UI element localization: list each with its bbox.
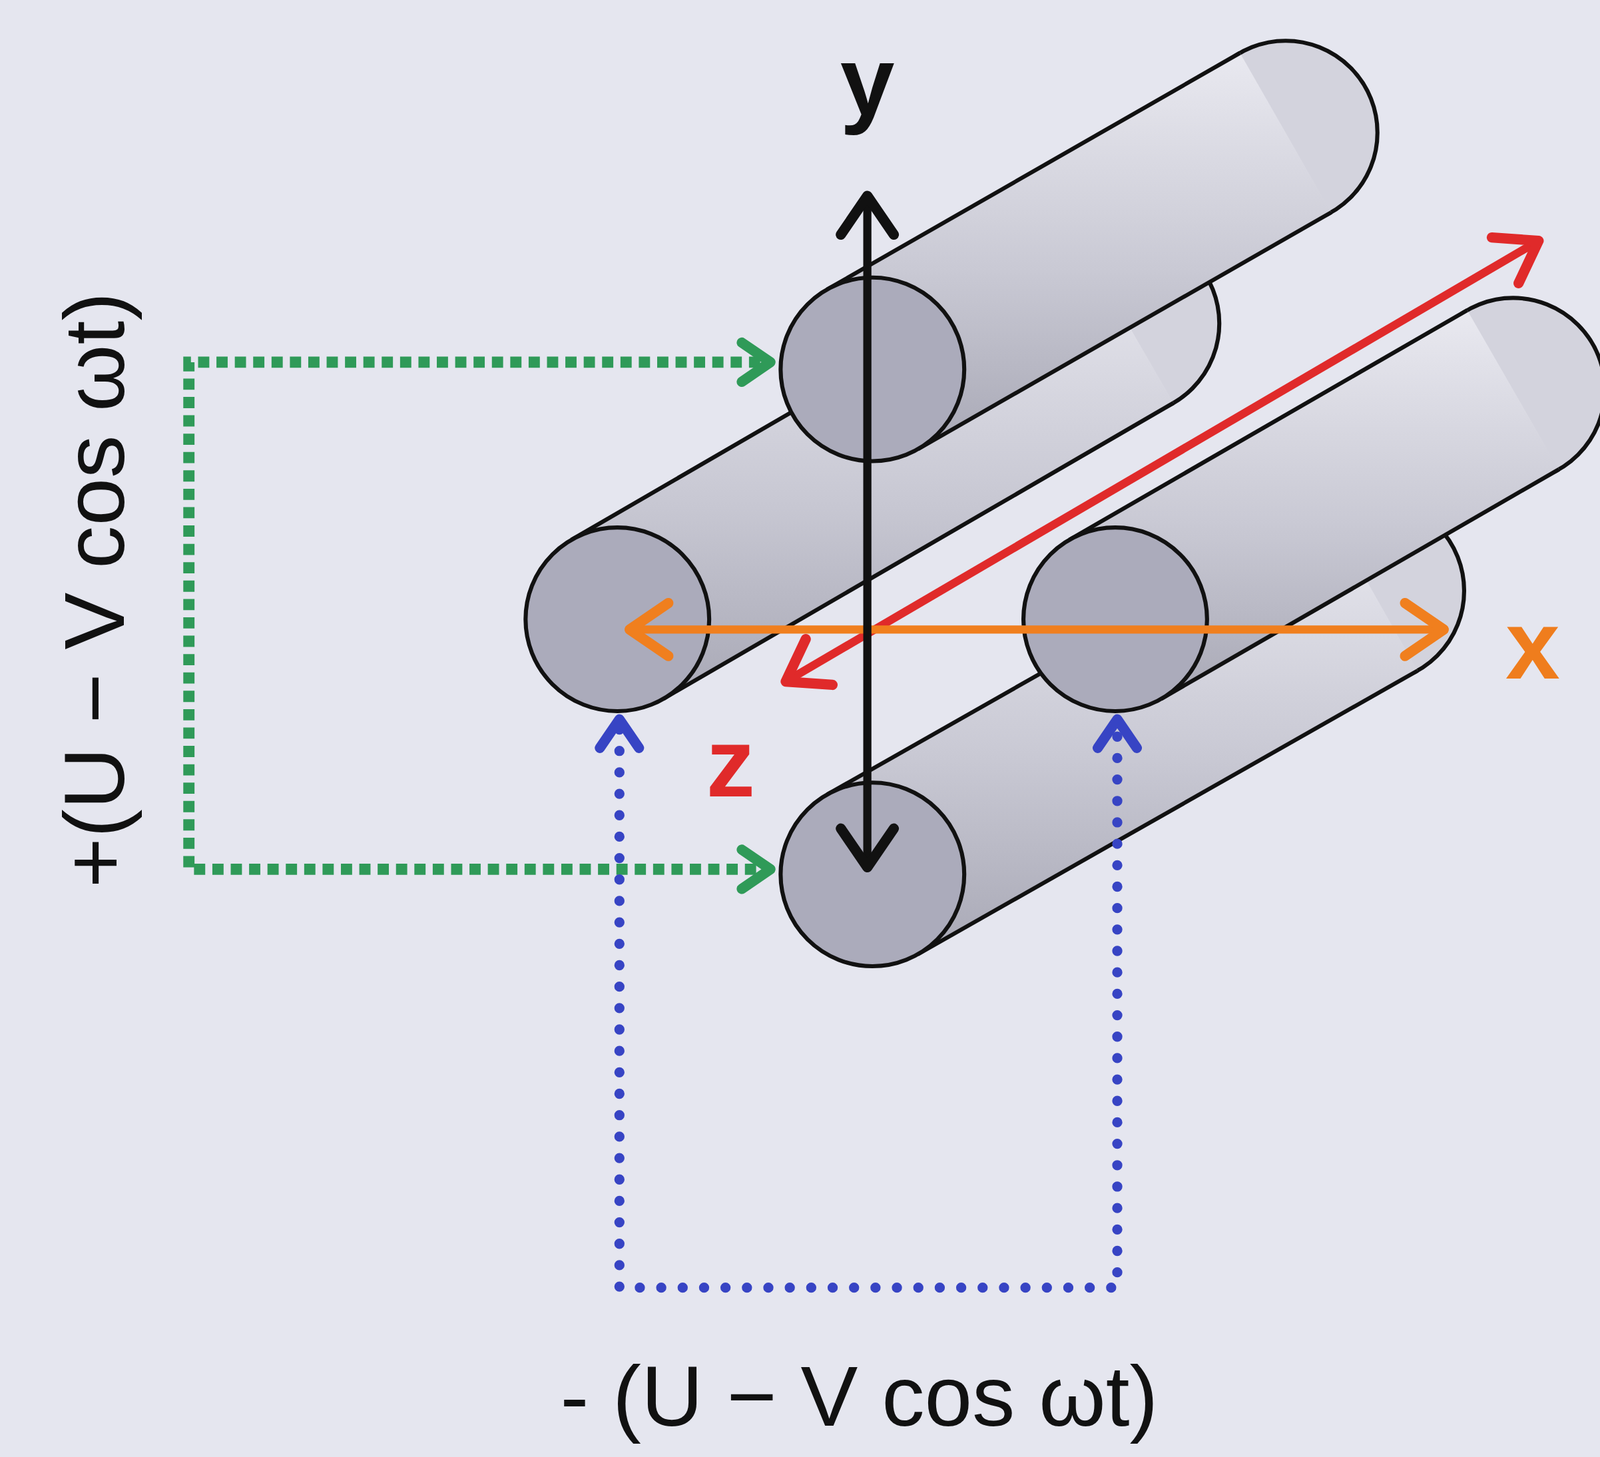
arrowhead [840,195,895,235]
rod-edge [918,212,1332,449]
rod-face [780,782,965,967]
arrowhead [1097,719,1138,748]
y-axis [862,195,871,867]
right-rod [1023,297,1600,712]
axis-label: y [840,32,895,131]
voltage-label: - (U − V cos ωt) [559,1352,1158,1439]
arrowhead [741,342,771,383]
wires [189,342,1138,1288]
axis-label: z [706,714,756,813]
voltage-label: +(U − V cos ωt) [51,292,138,889]
rod-edge [1069,310,1468,540]
rod-face [780,277,965,462]
arrowhead [599,719,640,748]
arrowhead [785,639,833,686]
arrowhead [840,828,895,867]
rod-face [1023,527,1208,712]
rod-edge [917,670,1418,955]
x-axis [629,625,1445,634]
z-axis [785,241,1539,682]
axis-label: x [1505,595,1561,694]
arrowhead [629,603,669,657]
rod-face [525,527,710,712]
rods [525,40,1600,967]
arrowhead [1492,237,1539,284]
rod-edge [1161,469,1560,700]
axes [629,195,1539,867]
green-wire [189,362,761,870]
arrowhead [1404,603,1444,657]
arrowhead [741,849,771,889]
